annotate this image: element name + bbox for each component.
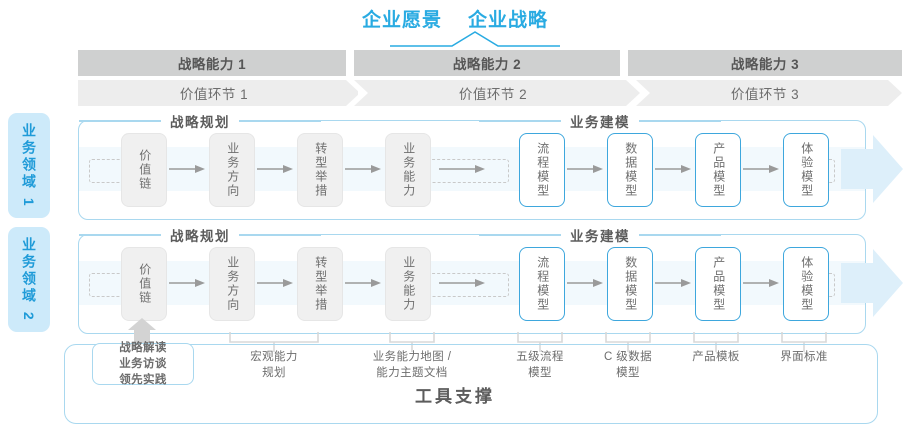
tool-label-ui-standard: 界面标准: [780, 351, 828, 363]
connector-arrow-icon: [567, 278, 603, 288]
value-chain-band: 价值环节 1 价值环节 2 价值环节 3: [78, 80, 902, 106]
node-business-direction[interactable]: 业务方向: [209, 247, 255, 321]
sidebar-item-domain-1[interactable]: 业务领域 1: [8, 113, 50, 218]
connector-arrow-icon: [169, 164, 205, 174]
connector-arrow-icon: [439, 278, 485, 288]
connector-arrow-icon: [257, 164, 293, 174]
node-product-model[interactable]: 产品模型: [695, 247, 741, 321]
process-row-domain-2: 战略规划 业务建模 价值链 业务方向 转型举措 业务能力 流程模型 数据模型: [78, 225, 903, 334]
connector-arrow-icon: [345, 278, 381, 288]
node-value-chain[interactable]: 价值链: [121, 133, 167, 207]
node-product-model[interactable]: 产品模型: [695, 133, 741, 207]
connector-arrow-icon: [655, 278, 691, 288]
row-1-section-headers: 战略规划 业务建模: [79, 111, 865, 131]
section-title-modeling: 业务建模: [561, 111, 639, 131]
node-transformation-measures[interactable]: 转型举措: [297, 133, 343, 207]
node-experience-model[interactable]: 体验模型: [783, 133, 829, 207]
sidebar-item-domain-2[interactable]: 业务领域 2: [8, 227, 50, 332]
capability-cell-1[interactable]: 战略能力 1: [78, 50, 346, 76]
capability-gap-1: [346, 50, 354, 76]
tool-label-five-level-process: 五级流程 模型: [516, 351, 564, 379]
node-value-chain[interactable]: 价值链: [121, 247, 167, 321]
flow-arrow-head-1: [841, 135, 903, 203]
node-process-model[interactable]: 流程模型: [519, 133, 565, 207]
node-data-model[interactable]: 数据模型: [607, 247, 653, 321]
title-enterprise-vision: 企业愿景: [361, 9, 442, 31]
connector-arrow-icon: [257, 278, 293, 288]
connector-arrow-icon: [439, 164, 485, 174]
node-transformation-measures[interactable]: 转型举措: [297, 247, 343, 321]
section-title-planning: 战略规划: [161, 225, 239, 245]
tool-support-title: 工具支撑: [415, 387, 495, 406]
process-row-domain-1: 战略规划 业务建模 价值链 业务方向 转型举措 业务能力 流程模型 数据: [78, 111, 903, 220]
node-process-model[interactable]: 流程模型: [519, 247, 565, 321]
tool-label-macro-capability: 宏观能力 规划: [250, 351, 298, 379]
tool-label-c-level-data: C 级数据 模型: [604, 351, 652, 379]
capability-gap-2: [620, 50, 628, 76]
connector-arrow-icon: [743, 278, 779, 288]
value-chain-segment-2[interactable]: 价值环节 2: [354, 80, 640, 106]
tool-label-capability-map: 业务能力地图 / 能力主题文档: [372, 351, 452, 379]
node-business-capability[interactable]: 业务能力: [385, 247, 431, 321]
flow-arrow-head-2: [841, 249, 903, 317]
tool-chip-strategy-interpretation[interactable]: 战略解读 业务访谈 领先实践: [92, 342, 194, 386]
section-title-modeling: 业务建模: [561, 225, 639, 245]
value-chain-segment-1[interactable]: 价值环节 1: [78, 80, 358, 106]
domain-1-label: 业务领域 1: [21, 122, 37, 209]
apex-connector-icon: [390, 30, 560, 48]
capability-cell-3[interactable]: 战略能力 3: [628, 50, 902, 76]
connector-arrow-icon: [567, 164, 603, 174]
connector-arrow-icon: [655, 164, 691, 174]
tool-label-product-template: 产品模板: [692, 351, 740, 363]
connector-arrow-icon: [345, 164, 381, 174]
tool-chip-label: 战略解读 业务访谈 领先实践: [119, 341, 167, 387]
row-2-section-headers: 战略规划 业务建模: [79, 225, 865, 245]
capability-cell-2[interactable]: 战略能力 2: [354, 50, 620, 76]
title-enterprise-strategy: 企业战略: [468, 9, 549, 31]
section-title-planning: 战略规划: [161, 111, 239, 131]
tool-support-container: [64, 344, 878, 424]
node-experience-model[interactable]: 体验模型: [783, 247, 829, 321]
page-title: 企业愿景 企业战略: [0, 4, 910, 32]
capability-band: 战略能力 1 战略能力 2 战略能力 3: [78, 50, 902, 76]
domain-2-label: 业务领域 2: [21, 236, 37, 323]
connector-arrow-icon: [743, 164, 779, 174]
node-business-capability[interactable]: 业务能力: [385, 133, 431, 207]
connector-arrow-icon: [169, 278, 205, 288]
value-chain-segment-3[interactable]: 价值环节 3: [636, 80, 902, 106]
node-business-direction[interactable]: 业务方向: [209, 133, 255, 207]
node-data-model[interactable]: 数据模型: [607, 133, 653, 207]
